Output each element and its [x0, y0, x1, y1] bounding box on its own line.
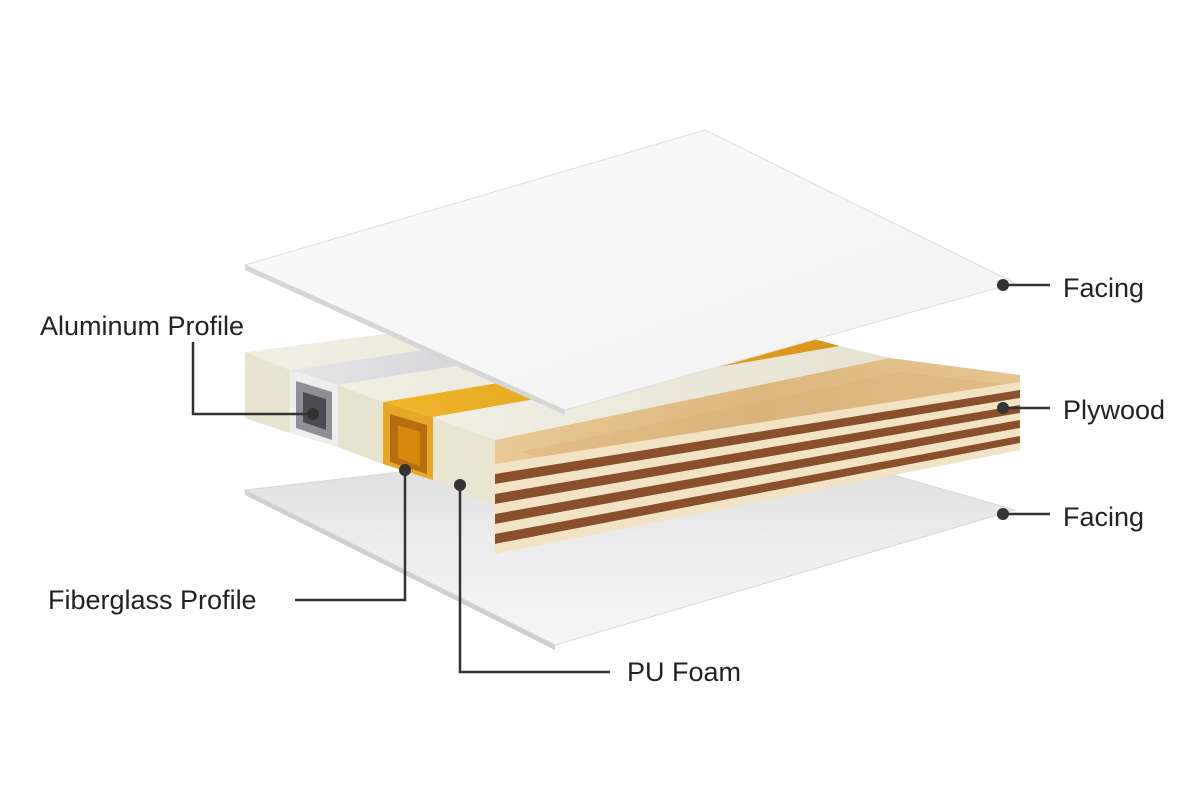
dot-facing-top: [997, 279, 1009, 291]
core-front-face: [245, 352, 495, 506]
top-facing-edge: [245, 265, 565, 415]
dot-fiberglass: [399, 464, 411, 476]
leader-dots: [307, 279, 1009, 520]
leader-lines: [191, 283, 1050, 674]
label-fiberglass-profile: Fiberglass Profile: [48, 585, 257, 615]
label-facing-bottom: Facing: [1063, 502, 1145, 532]
leader-aluminum: [191, 342, 313, 416]
dot-plywood: [997, 402, 1009, 414]
top-facing-sheet: [243, 129, 1017, 411]
plywood-layers: [495, 382, 1020, 554]
label-pu-foam: PU Foam: [627, 657, 742, 687]
plywood-grain: [520, 372, 1010, 462]
label-plywood: Plywood: [1063, 395, 1166, 425]
label-aluminum-profile: Aluminum Profile: [40, 311, 245, 341]
dot-aluminum: [307, 408, 319, 420]
dot-pufoam: [454, 479, 466, 491]
plywood-top-face: [495, 358, 1020, 464]
leader-pufoam: [458, 485, 610, 674]
bottom-facing-edge: [245, 490, 555, 650]
leader-fiberglass: [295, 470, 407, 602]
dot-facing-bottom: [997, 508, 1009, 520]
label-facing-top: Facing: [1063, 273, 1145, 303]
